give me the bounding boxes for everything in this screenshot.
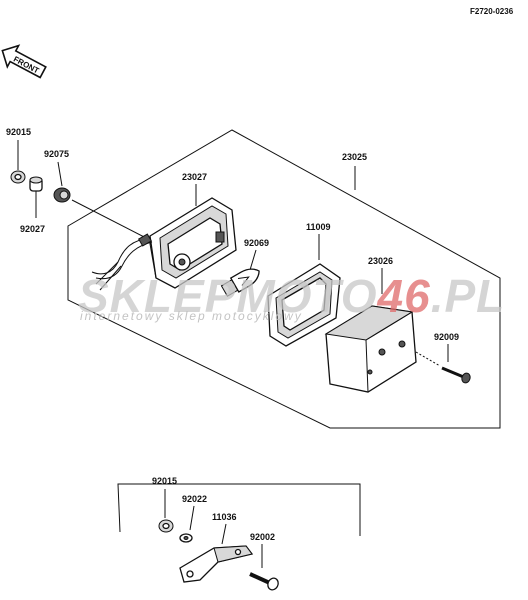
- watermark-tagline: internetowy sklep motocyklowy: [80, 309, 303, 323]
- front-arrow-icon: FRONT: [1, 44, 47, 79]
- bracket-11036: [179, 545, 254, 583]
- figure-code: F2720-0236: [470, 7, 514, 16]
- lens-23026: [324, 305, 417, 393]
- part-number-92022: 92022: [182, 494, 207, 504]
- assembly-outline: [67, 129, 501, 429]
- washer-92022: [179, 533, 193, 543]
- bulb-92069: [220, 268, 260, 297]
- watermark-brand-c: .PL: [431, 270, 506, 322]
- screw-92009: [441, 366, 471, 384]
- part-number-92015-bottom: 92015: [152, 476, 177, 486]
- lamp-housing-23027: [149, 197, 237, 289]
- part-number-92069: 92069: [244, 238, 269, 248]
- nut-92015-top: [10, 170, 26, 184]
- leader-92075: [57, 161, 63, 187]
- part-number-92002: 92002: [250, 532, 275, 542]
- leader-92069: [249, 249, 257, 271]
- wire-harness: [91, 233, 153, 291]
- svg-text:SKLEPMOTO46.PL: SKLEPMOTO46.PL: [78, 270, 505, 322]
- leader-92022: [189, 505, 195, 531]
- watermark-brand-b: 46: [377, 270, 431, 322]
- part-number-92075: 92075: [44, 149, 69, 159]
- watermark: SKLEPMOTO46.PL internetowy sklep motocyk…: [78, 270, 505, 323]
- part-number-23026: 23026: [368, 256, 393, 266]
- grommet-92075: [53, 187, 71, 203]
- part-number-92027: 92027: [20, 224, 45, 234]
- mount-axis-line: [71, 199, 151, 241]
- part-number-23027: 23027: [182, 172, 207, 182]
- watermark-brand-a: SKLEPMOTO: [78, 270, 378, 322]
- screw-axis-line: [415, 351, 441, 367]
- part-number-11009: 11009: [306, 222, 331, 232]
- part-number-23025: 23025: [342, 152, 367, 162]
- collar-92027: [29, 176, 43, 192]
- leader-11036: [221, 523, 227, 545]
- part-number-11036: 11036: [212, 512, 237, 522]
- bolt-92002: [249, 572, 279, 591]
- bottom-group-bracket-line: [117, 483, 361, 536]
- gasket-11009: [267, 263, 341, 347]
- part-number-92009: 92009: [434, 332, 459, 342]
- part-number-92015-top: 92015: [6, 127, 31, 137]
- nut-92015-bottom: [158, 519, 174, 533]
